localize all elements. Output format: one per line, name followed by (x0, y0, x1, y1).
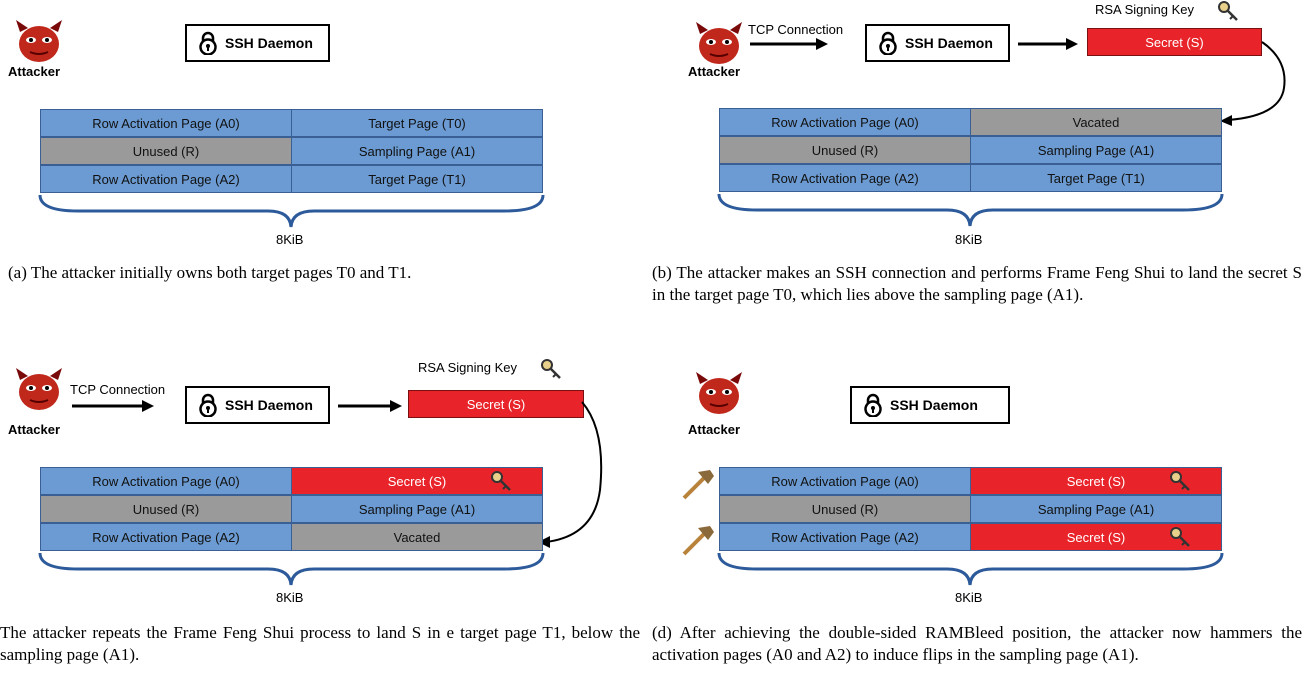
arrow-icon (750, 38, 828, 50)
key-icon (1170, 471, 1190, 491)
daemon-label: SSH Daemon (890, 397, 978, 413)
arrow-icon (338, 400, 402, 412)
memory-grid: Row Activation Page (A0) Vacated Unused … (719, 108, 1222, 192)
cell-c-0-0: Row Activation Page (A0) (40, 467, 292, 495)
cell-a-2-1: Target Page (T1) (291, 165, 543, 193)
size-label: 8KiB (276, 590, 304, 605)
cell-c-2-1: Vacated (291, 523, 543, 551)
cell-c-1-0: Unused (R) (40, 495, 292, 523)
cell-b-0-0: Row Activation Page (A0) (719, 108, 971, 136)
ssh-daemon-box: SSH Daemon (865, 24, 1010, 62)
attacker-label: Attacker (8, 422, 61, 437)
ssh-daemon-box: SSH Daemon (185, 24, 330, 62)
arrow-icon (72, 400, 154, 412)
memory-grid: Row Activation Page (A0) Target Page (T0… (40, 109, 543, 193)
brace (38, 552, 545, 586)
key-icon (491, 471, 511, 491)
size-label: 8KiB (955, 232, 983, 247)
cell-b-0-1: Vacated (970, 108, 1222, 136)
attacker-label: Attacker (8, 64, 61, 79)
key-icon (1170, 527, 1190, 547)
brace (717, 193, 1224, 227)
caption-d: (d) After achieving the double-sided RAM… (652, 623, 1302, 664)
flow-arrow (538, 401, 603, 548)
caption-a: (a) The attacker initially owns both tar… (8, 263, 412, 282)
key-icon (541, 359, 561, 379)
daemon-label: SSH Daemon (225, 397, 313, 413)
attacker-label: Attacker (688, 64, 741, 79)
hammer-icon (682, 526, 714, 556)
cell-a-2-0: Row Activation Page (A2) (40, 165, 292, 193)
brace (38, 194, 545, 228)
panel-a: Attacker SSH Daemon Row Activation Page … (0, 0, 650, 350)
cell-c-2-0: Row Activation Page (A2) (40, 523, 292, 551)
rsa-label: RSA Signing Key (418, 360, 518, 375)
panel-c: Attacker TCP Connection SSH Daemon RSA S… (0, 350, 650, 700)
cell-d-0-1: Secret (S) (970, 467, 1222, 495)
caption-c: The attacker repeats the Frame Feng Shui… (0, 623, 640, 664)
size-label: 8KiB (955, 590, 983, 605)
arrow-icon (1018, 38, 1078, 50)
caption-b: (b) The attacker makes an SSH connection… (652, 263, 1302, 304)
memory-grid: Row Activation Page (A0) Secret (S) Unus… (40, 467, 543, 551)
devil-icon (696, 22, 742, 64)
secret-box: Secret (S) (1087, 28, 1262, 56)
secret-box: Secret (S) (408, 390, 584, 418)
cell-b-2-0: Row Activation Page (A2) (719, 164, 971, 192)
cell-a-0-1: Target Page (T0) (291, 109, 543, 137)
cell-d-2-1: Secret (S) (970, 523, 1222, 551)
cell-a-1-0: Unused (R) (40, 137, 292, 165)
ssh-daemon-box: SSH Daemon (185, 386, 330, 424)
lock-icon (199, 31, 217, 55)
cell-d-1-0: Unused (R) (719, 495, 971, 523)
panel-d: Attacker SSH Daemon Row Activation Page … (650, 350, 1307, 700)
lock-icon (199, 393, 217, 417)
tcp-label: TCP Connection (748, 22, 844, 37)
memory-grid: Row Activation Page (A0) Secret (S) Unus… (719, 467, 1222, 551)
cell-d-1-1: Sampling Page (A1) (970, 495, 1222, 523)
cell-b-1-0: Unused (R) (719, 136, 971, 164)
ssh-daemon-box: SSH Daemon (850, 386, 1010, 424)
attacker-label: Attacker (688, 422, 741, 437)
lock-icon (864, 393, 882, 417)
cell-c-1-1: Sampling Page (A1) (291, 495, 543, 523)
cell-b-2-1: Target Page (T1) (970, 164, 1222, 192)
flow-arrow (1220, 41, 1286, 126)
rsa-label: RSA Signing Key (1095, 2, 1195, 17)
daemon-label: SSH Daemon (225, 35, 313, 51)
tcp-label: TCP Connection (70, 382, 166, 397)
cell-d-0-0: Row Activation Page (A0) (719, 467, 971, 495)
cell-a-0-0: Row Activation Page (A0) (40, 109, 292, 137)
daemon-label: SSH Daemon (905, 35, 993, 51)
brace (717, 552, 1224, 586)
devil-icon (16, 368, 62, 410)
devil-icon (696, 372, 742, 414)
key-icon (1218, 1, 1238, 21)
cell-d-2-0: Row Activation Page (A2) (719, 523, 971, 551)
cell-a-1-1: Sampling Page (A1) (291, 137, 543, 165)
devil-icon (16, 20, 62, 62)
lock-icon (879, 31, 897, 55)
hammer-icon (682, 470, 714, 500)
cell-b-1-1: Sampling Page (A1) (970, 136, 1222, 164)
panel-b: Attacker TCP Connection SSH Daemon RSA S… (650, 0, 1307, 350)
size-label: 8KiB (276, 232, 304, 247)
